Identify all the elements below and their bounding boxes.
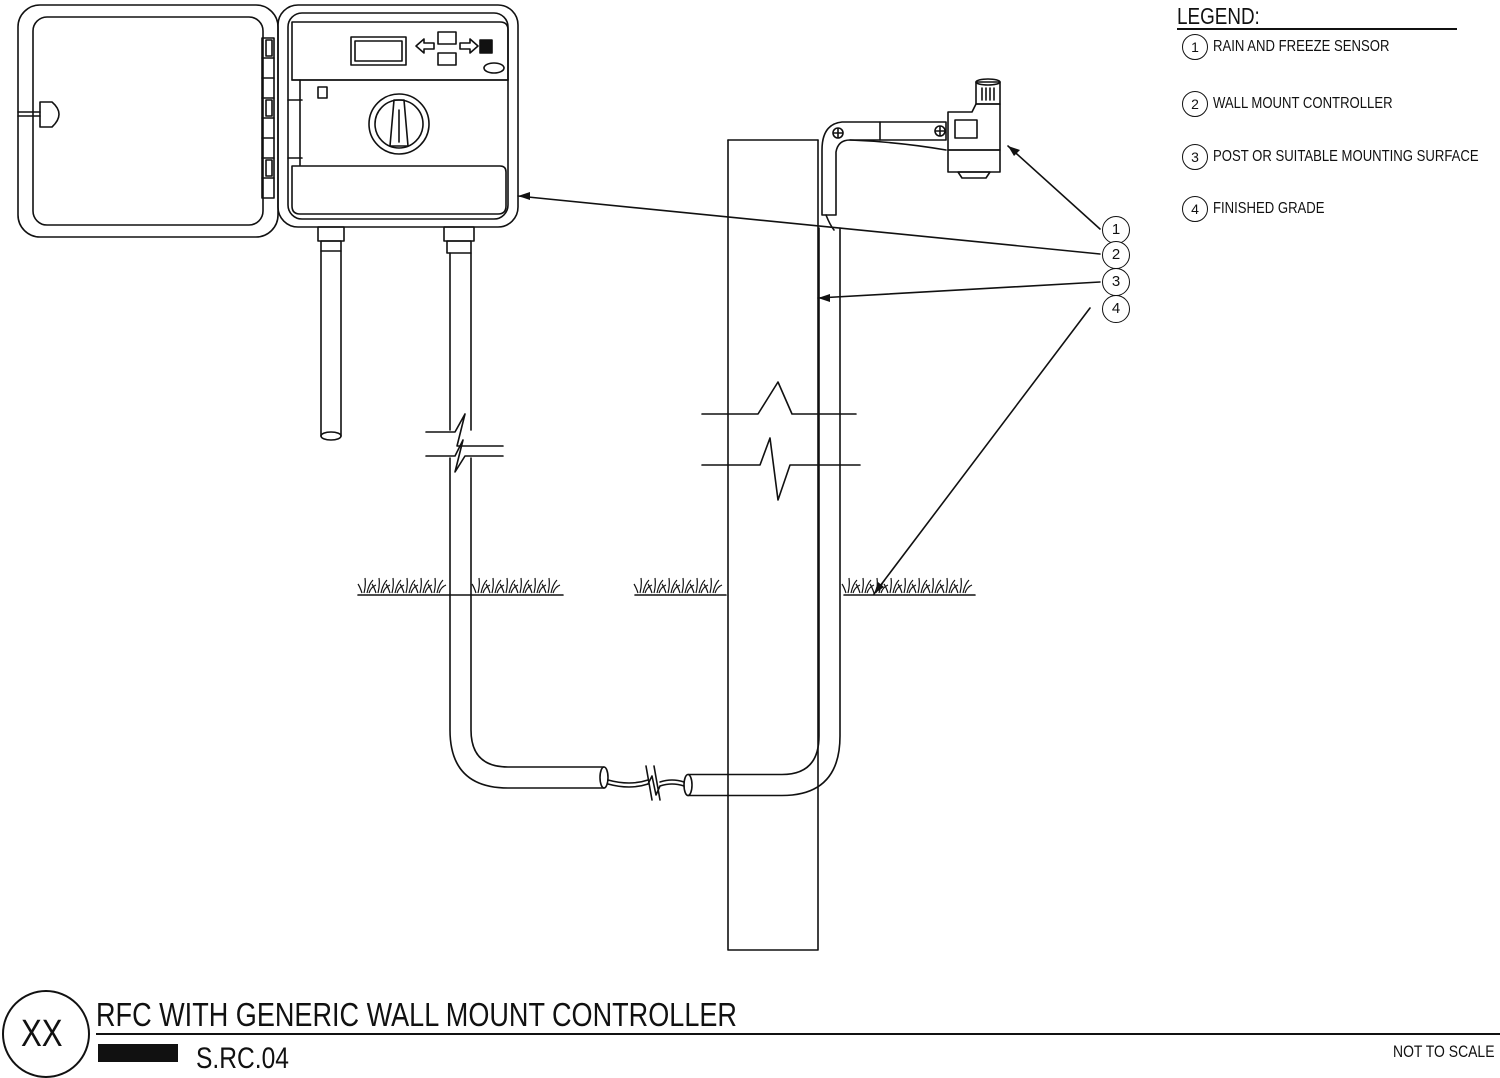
mounting-post [701,139,861,951]
scale-note: NOT TO SCALE [1393,1042,1495,1061]
conduit-break [425,413,504,473]
grass-tuft [869,577,889,594]
grass-tuft [897,577,917,594]
detail-id-circle: XX [2,990,90,1078]
controller-door [17,4,279,238]
legend-rule [1177,28,1457,30]
legend-label: FINISHED GRADE [1213,200,1325,217]
sensor-wire-conduit [449,227,841,801]
grass-tuft [925,577,945,594]
grass-tuft [471,577,491,594]
grass-tuft [413,577,433,594]
callout-1: 1 [1102,216,1130,244]
grass-tuft [357,577,377,594]
grass-tuft [427,577,447,594]
legend-number: 4 [1182,196,1208,222]
grass-tuft [485,577,505,594]
legend-label: WALL MOUNT CONTROLLER [1213,95,1393,112]
power-conduit [320,250,342,441]
wall-mount-controller [277,4,519,254]
grass-tuft [953,577,973,594]
grass-tuft [647,577,667,594]
legend-label: RAIN AND FREEZE SENSOR [1213,38,1390,55]
grass-tuft [689,577,709,594]
controller-hinge [261,37,275,199]
title-rule [96,1033,1500,1035]
grass-tuft [855,577,875,594]
grass-tuft [911,577,931,594]
detail-id: XX [20,1013,63,1055]
grass-tuft [499,577,519,594]
legend-title: LEGEND: [1177,3,1260,29]
grass-tuft [513,577,533,594]
legend-number: 1 [1182,34,1208,60]
grass-tuft [385,577,405,594]
grass-tuft [703,577,723,594]
sheet-code: S.RC.04 [196,1042,289,1075]
legend-number: 2 [1182,91,1208,117]
grass-tuft [883,577,903,594]
grass-tuft [527,577,547,594]
grass-tuft [399,577,419,594]
grass-tuft [541,577,561,594]
callout-3: 3 [1102,268,1130,296]
drawing-title: RFC WITH GENERIC WALL MOUNT CONTROLLER [96,996,737,1033]
grass-tuft [675,577,695,594]
callout-4: 4 [1102,295,1130,323]
legend-number: 3 [1182,144,1208,170]
grass-tuft [661,577,681,594]
grass-tuft [371,577,391,594]
grass-tuft [633,577,653,594]
grass-tuft [939,577,959,594]
hunter-logo-mark [98,1044,178,1062]
legend-label: POST OR SUITABLE MOUNTING SURFACE [1213,148,1479,165]
rain-freeze-sensor [821,78,1001,231]
grass-tuft [841,577,861,594]
leader-lines [517,145,1101,595]
callout-2: 2 [1102,241,1130,269]
grass-tufts [357,577,973,594]
